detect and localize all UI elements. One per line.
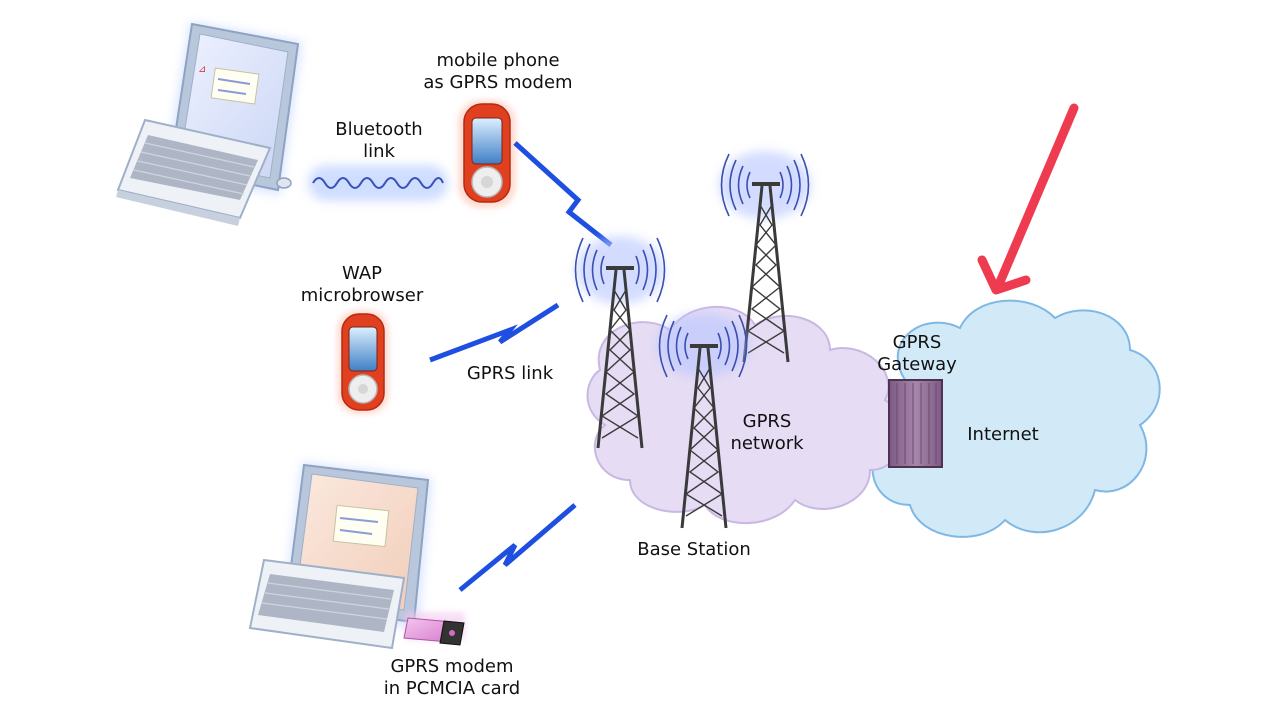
gateway-icon (888, 379, 943, 468)
wap-label-line2: microbrowser (300, 285, 424, 306)
gprs-network-label: GPRS network (712, 411, 822, 455)
phone-icon (458, 100, 516, 208)
arrow-icon (977, 103, 1079, 295)
base-station-label: Base Station (637, 539, 751, 560)
bluetooth-label-line1: Bluetooth (335, 119, 423, 140)
pcmcia-label: GPRS modem in PCMCIA card (362, 656, 542, 700)
wap-label-line1: WAP (342, 263, 382, 284)
bluetooth-label-line2: link (363, 141, 395, 162)
mobile-phone-label-line2: as GPRS modem (423, 72, 573, 93)
mobile-phone-label-line1: mobile phone (436, 50, 560, 71)
pcmcia-label-line2: in PCMCIA card (383, 678, 521, 699)
pcmcia-label-line1: GPRS modem (390, 656, 514, 677)
phone-icon (337, 310, 389, 414)
bluetooth-link-icon (308, 165, 448, 201)
gprs-network-label-line1: GPRS (742, 411, 792, 432)
gprs-network-label-line2: network (730, 433, 804, 454)
radio-link-icon (429, 141, 613, 592)
tower-icon (657, 313, 749, 529)
bluetooth-label: Bluetooth link (314, 119, 444, 163)
svg-text:⊿: ⊿ (198, 64, 206, 75)
mobile-phone-label: mobile phone as GPRS modem (398, 50, 598, 94)
tower-icon (719, 151, 811, 363)
gateway-label: GPRS Gateway (862, 332, 972, 376)
laptop-icon: ⊿ (116, 22, 302, 226)
tower-icon (574, 236, 666, 449)
gateway-label-line2: Gateway (877, 354, 957, 375)
gprs-link-label: GPRS link (466, 363, 554, 384)
gateway-label-line1: GPRS (892, 332, 942, 353)
internet-cloud-icon (871, 299, 1161, 538)
internet-label: Internet (967, 424, 1039, 445)
pcmcia-card-icon (403, 612, 465, 646)
laptop-icon (248, 462, 432, 650)
wap-label: WAP microbrowser (282, 263, 442, 307)
